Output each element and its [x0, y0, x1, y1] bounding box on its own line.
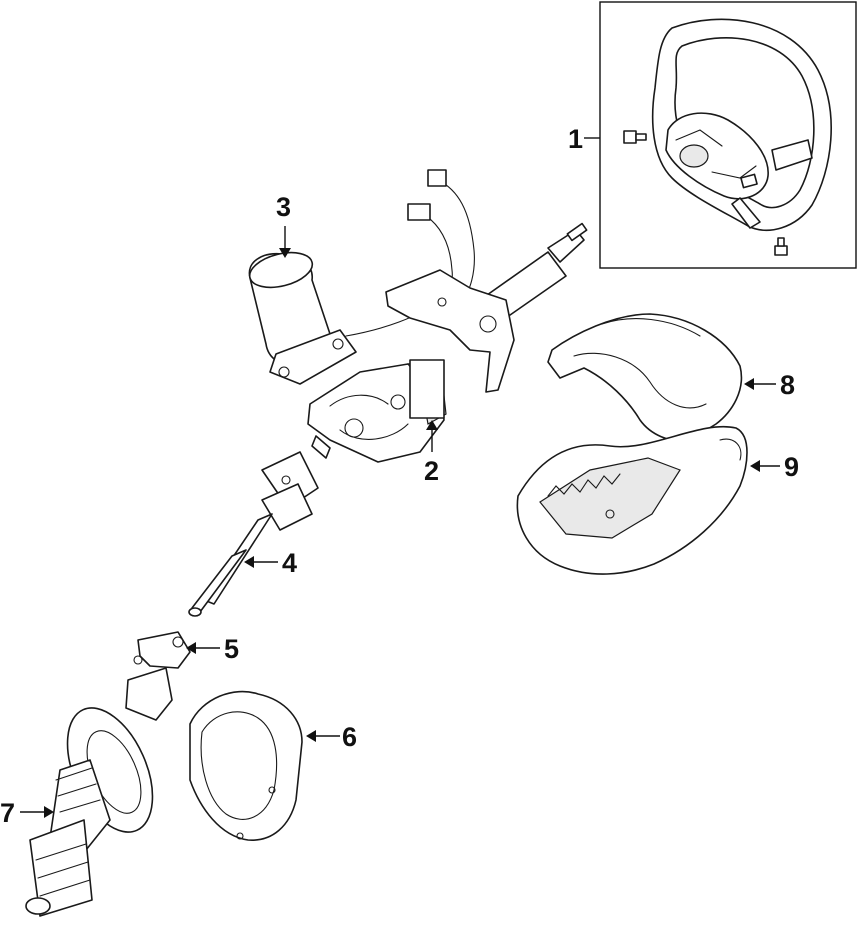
callout-7: 7	[0, 798, 15, 828]
callout-9: 9	[784, 452, 799, 482]
bolt-upper	[623, 130, 647, 144]
dust-boot	[25, 707, 154, 917]
intermediate-shaft	[188, 451, 319, 617]
callout-4: 4	[282, 548, 297, 578]
callout-3: 3	[276, 192, 291, 222]
inset-frame	[599, 1, 857, 269]
column-boot-cover	[189, 690, 303, 841]
steering-wheel-inset	[599, 1, 857, 269]
callout-6: 6	[342, 722, 357, 752]
wire-connector-2	[407, 203, 431, 221]
upper-column-cover	[547, 313, 743, 442]
callout-1: 1	[568, 124, 583, 154]
assist-motor	[248, 251, 357, 385]
bolt-lower	[774, 237, 788, 256]
airbag-center	[679, 144, 709, 168]
lower-column-cover	[516, 425, 748, 575]
callout-8: 8	[780, 370, 795, 400]
callout-5: 5	[224, 634, 239, 664]
universal-joint	[125, 631, 191, 721]
callout-2: 2	[424, 456, 439, 486]
control-module	[409, 359, 445, 419]
steering-column-assembly	[248, 169, 588, 463]
leader-lines	[20, 137, 780, 818]
wire-connector-1	[427, 169, 447, 187]
callout-labels: 1 2 3 4 5 6 7 8 9	[0, 124, 799, 828]
